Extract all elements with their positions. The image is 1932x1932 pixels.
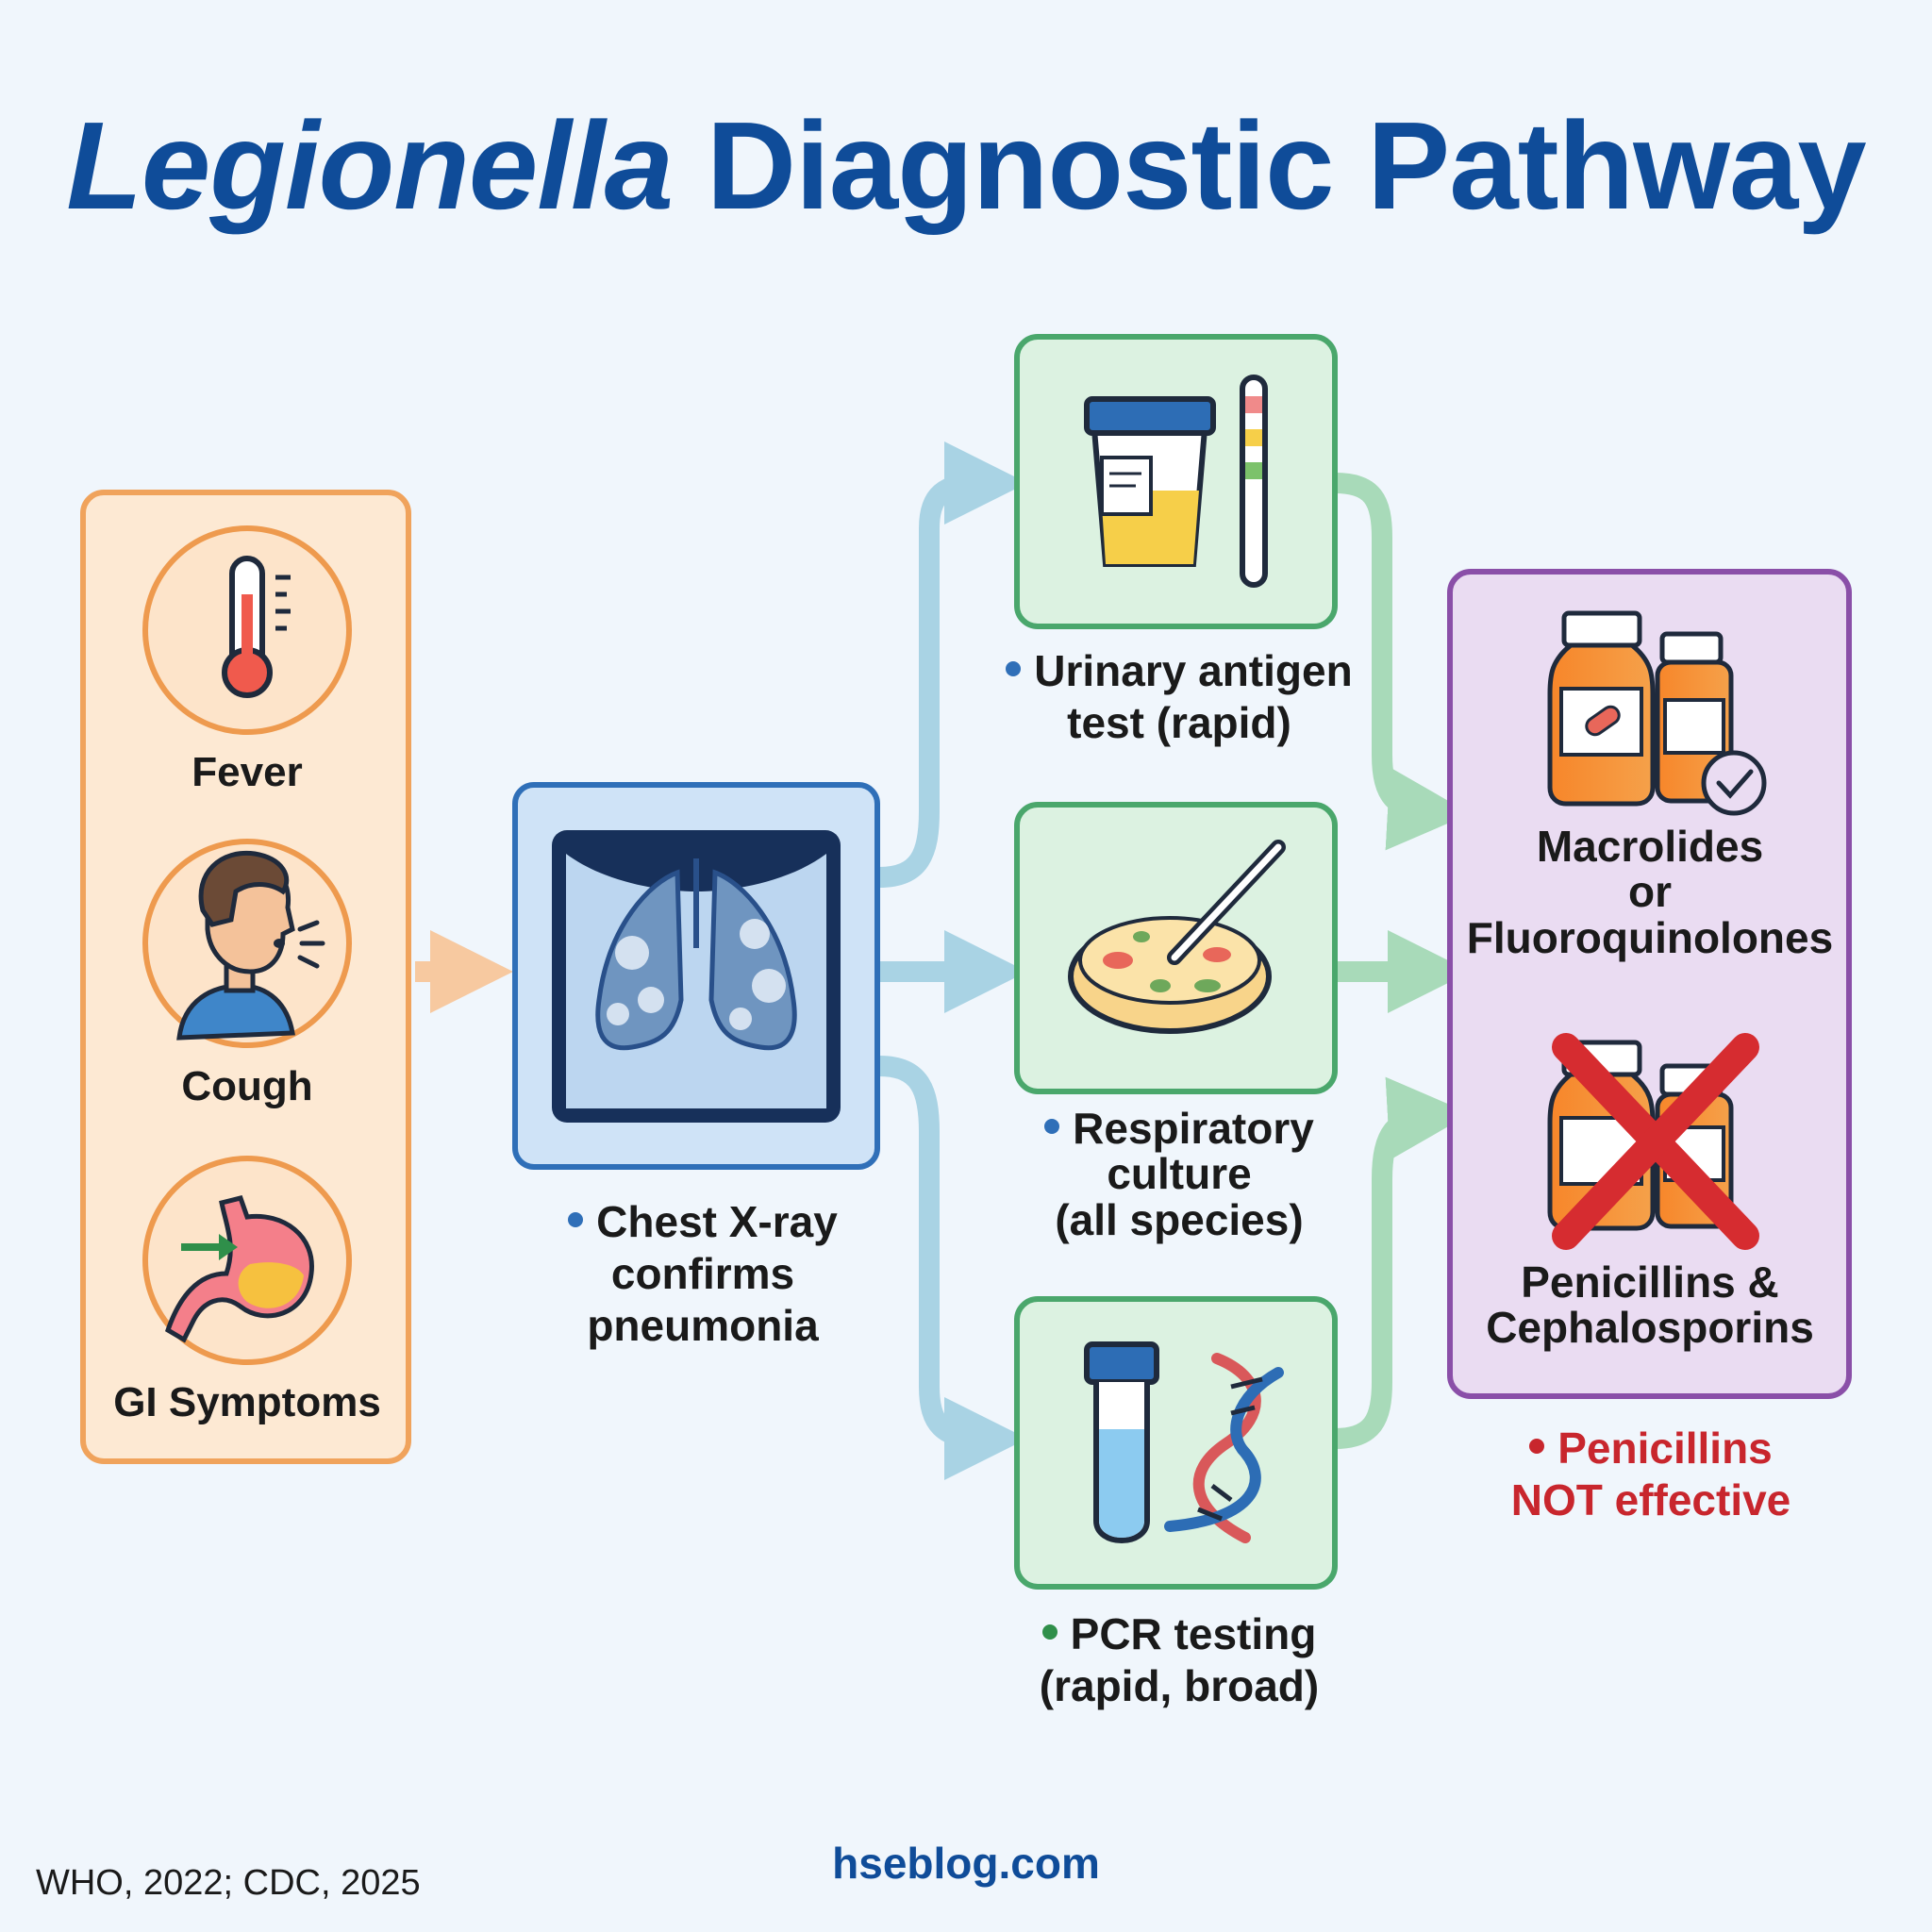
xray-label: Chest X-ray confirms pneumonia: [514, 1196, 891, 1353]
xray-label-line2: confirms: [610, 1249, 795, 1299]
ineffective-line1: Penicillins &: [1521, 1257, 1779, 1307]
penicillin-warning: Penicillins NOT effective: [1443, 1423, 1858, 1526]
pcr-label-line1: PCR testing: [1070, 1609, 1317, 1658]
title-rest: Diagnostic Pathway: [706, 96, 1867, 235]
pcr-label-line2: (rapid, broad): [1039, 1661, 1320, 1711]
page-title: Legionella Diagnostic Pathway: [0, 94, 1932, 237]
ineffective-line2: Cephalosporins: [1486, 1303, 1814, 1353]
culture-label-line2: culture: [1107, 1149, 1252, 1199]
title-italic: Legionella: [66, 96, 674, 235]
culture-test-label: Respiratory culture (all species): [972, 1106, 1387, 1242]
symptom-cough-label: Cough: [181, 1063, 313, 1109]
warning-bullet: [1529, 1438, 1545, 1454]
coughing-person-icon: [142, 839, 352, 1048]
arrow-xray-to-urinary-test: [878, 441, 1027, 888]
urinary-label-line1: Urinary antigen: [1034, 646, 1353, 695]
culture-bullet: [1044, 1118, 1060, 1134]
warning-line1: Penicillins: [1557, 1424, 1773, 1473]
stomach-icon: [142, 1156, 352, 1365]
chest-xray-icon: [552, 830, 841, 1123]
effective-line2: or: [1628, 867, 1672, 917]
medicine-bottles-check-icon: [1547, 610, 1767, 816]
urinary-test-label: Urinary antigen test (rapid): [972, 645, 1387, 749]
effective-line1: Macrolides: [1536, 822, 1764, 871]
arrow-xray-to-pcr: [878, 1056, 1027, 1480]
xray-label-line1: Chest X-ray: [596, 1197, 838, 1246]
ineffective-treatment-label: Penicillins & Cephalosporins: [1453, 1259, 1847, 1351]
culture-label-line1: Respiratory: [1073, 1104, 1314, 1153]
symptom-gi-label: GI Symptoms: [113, 1379, 381, 1425]
arrow-urinary-to-treatment: [1334, 473, 1471, 851]
warning-line2: NOT effective: [1510, 1475, 1791, 1525]
urine-cup-test-strip-icon: [1084, 375, 1268, 588]
pcr-test-panel: [1014, 1296, 1338, 1590]
culture-label-line3: (all species): [1055, 1194, 1304, 1244]
urinary-bullet: [1006, 660, 1022, 676]
xray-bullet: [568, 1211, 584, 1227]
symptom-fever-label: Fever: [192, 749, 303, 795]
site-link[interactable]: hseblog.com: [832, 1839, 1100, 1888]
pcr-test-label: PCR testing (rapid, broad): [972, 1608, 1387, 1712]
urinary-label-line2: test (rapid): [1067, 698, 1291, 748]
thermometer-icon: [142, 525, 352, 735]
test-tube-dna-icon: [1084, 1341, 1284, 1543]
crossed-out-bottles-icon: [1547, 1033, 1759, 1250]
petri-dish-icon: [1068, 840, 1286, 1034]
effective-treatment-label: Macrolides or Fluoroquinolones: [1453, 824, 1847, 960]
source-citation: WHO, 2022; CDC, 2025: [36, 1863, 421, 1903]
arrow-pcr-to-treatment: [1334, 1076, 1471, 1449]
xray-label-line3: pneumonia: [587, 1301, 819, 1351]
effective-line3: Fluoroquinolones: [1466, 912, 1834, 962]
pcr-bullet: [1041, 1624, 1058, 1640]
